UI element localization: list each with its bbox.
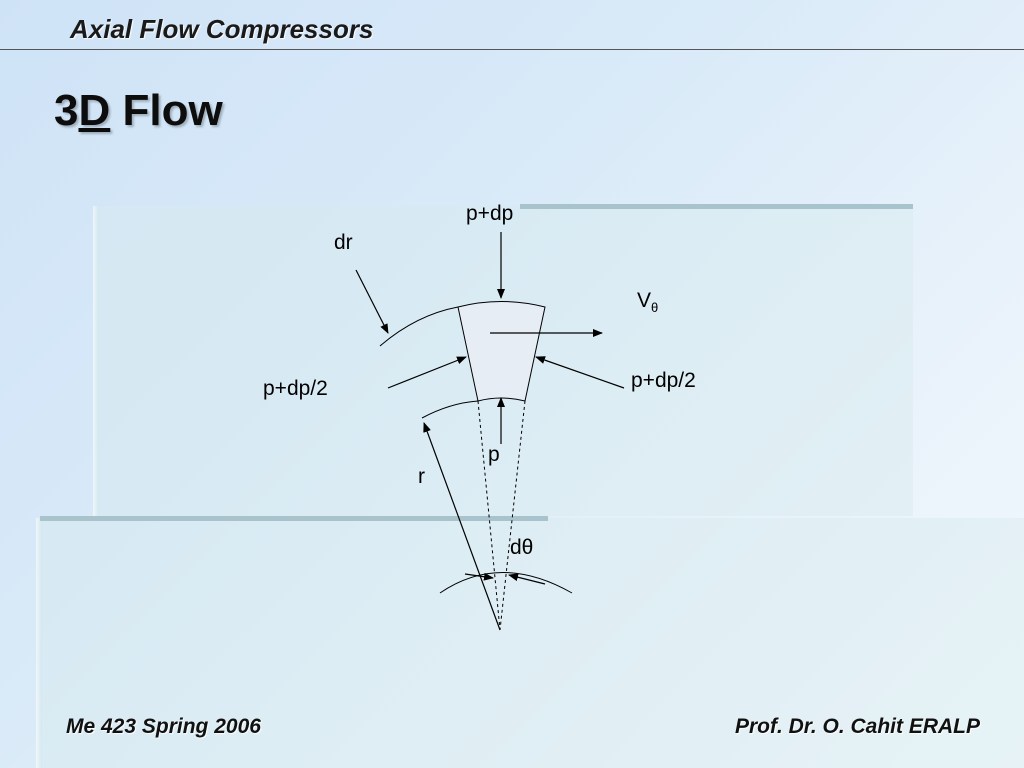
label-p-half-right: p+dp/2 <box>631 369 696 392</box>
bottom-arc <box>439 572 573 594</box>
header-title: Axial Flow Compressors <box>70 14 374 44</box>
background-panel-lower <box>36 518 1024 768</box>
decor-bar-top <box>520 204 913 209</box>
decor-bar-middle <box>40 516 548 521</box>
label-d-theta: dθ <box>510 536 534 559</box>
arrow-r <box>423 422 501 631</box>
sector-line-right <box>499 400 526 631</box>
title-suffix: Flow <box>110 86 223 135</box>
slide-title: 3D Flow <box>54 86 223 136</box>
title-underlined: D <box>78 86 111 135</box>
label-v-theta: Vθ <box>637 289 658 315</box>
label-r: r <box>418 465 425 488</box>
footer-author: Prof. Dr. O. Cahit ERALP <box>734 715 980 738</box>
panel-edge-lower <box>36 518 42 768</box>
footer-course: Me 423 Spring 2006 <box>66 715 261 738</box>
label-dr: dr <box>334 231 353 254</box>
arrow-dtheta-left <box>464 572 494 581</box>
arrow-p-half-right <box>535 356 625 389</box>
fluid-element <box>457 301 546 402</box>
arrow-dr <box>355 269 389 334</box>
outer-arc <box>379 306 459 347</box>
header-divider <box>0 49 1024 50</box>
label-p-half-left: p+dp/2 <box>263 377 328 400</box>
label-v-theta-main: V <box>637 289 652 312</box>
label-v-theta-sub: θ <box>651 300 659 316</box>
inner-arc <box>421 400 479 419</box>
label-p-plus-dp: p+dp <box>466 202 514 225</box>
panel-edge-upper <box>93 206 99 516</box>
sector-line-left <box>477 400 501 631</box>
arrow-p-half-left <box>387 356 467 389</box>
arrow-dtheta-right <box>508 573 546 585</box>
title-prefix: 3 <box>54 86 79 135</box>
label-p: p <box>488 443 500 466</box>
